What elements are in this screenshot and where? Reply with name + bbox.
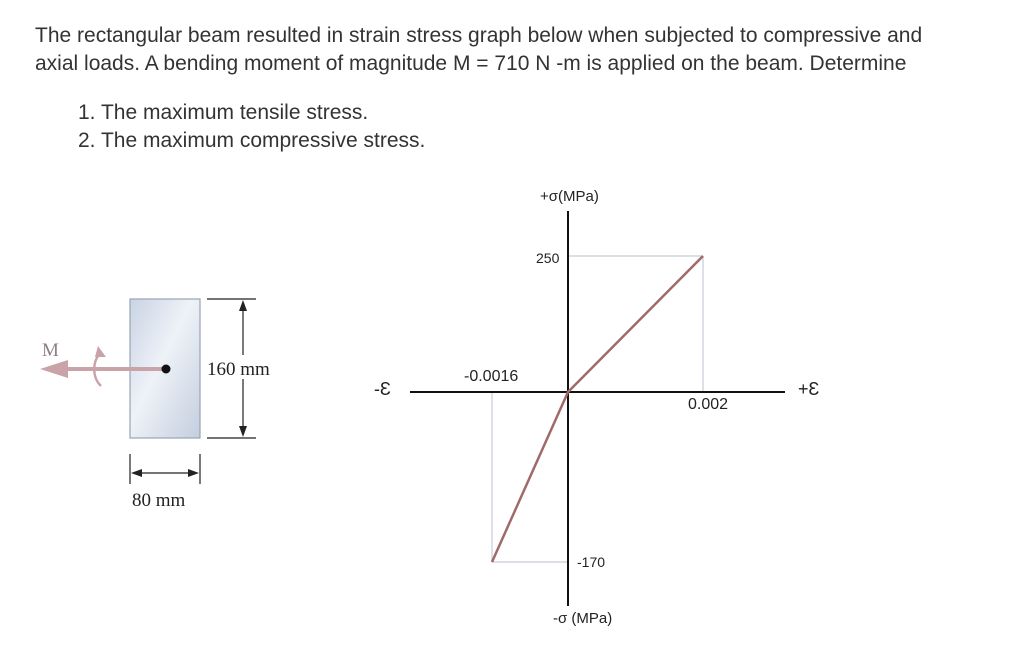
height-dim-arrow-up [239, 300, 247, 311]
problem-line-1: The rectangular beam resulted in strain … [35, 24, 923, 47]
height-dim-arrow-down [239, 426, 247, 437]
moment-arrow-head [40, 360, 68, 378]
y-axis-top-label: +σ(MPa) [540, 188, 599, 205]
beam-diagram: M 160 mm 80 mm [40, 298, 285, 511]
tick-label-y-neg: -170 [577, 554, 605, 570]
task-item-2: 2. The maximum compressive stress. [78, 129, 426, 152]
x-axis-right-label: +Ɛ [798, 379, 820, 399]
width-dim-arrow-left [131, 469, 142, 477]
tick-label-x-neg: -0.0016 [464, 368, 518, 385]
y-axis-bottom-label: -σ (MPa) [553, 610, 612, 627]
tick-label-y-pos: 250 [536, 250, 560, 266]
moment-application-point [161, 364, 171, 374]
moment-label: M [42, 340, 59, 361]
problem-statement: The rectangular beam resulted in strain … [35, 22, 1010, 78]
task-item-1: 1. The maximum tensile stress. [78, 101, 369, 124]
x-axis-left-label: -Ɛ [374, 379, 391, 399]
height-label: 160 mm [207, 359, 270, 380]
stress-strain-chart: +σ(MPa) -σ (MPa) -Ɛ +Ɛ -0.0016 0.002 250… [374, 188, 820, 627]
width-label: 80 mm [132, 490, 186, 511]
stress-strain-curve [490, 255, 704, 563]
problem-line-2: axial loads. A bending moment of magnitu… [35, 52, 907, 75]
width-dim-arrow-right [188, 469, 199, 477]
tick-label-x-pos: 0.002 [688, 396, 728, 413]
task-list: 1. The maximum tensile stress. 2. The ma… [78, 99, 425, 155]
moment-rotation-arrowhead [95, 346, 106, 357]
